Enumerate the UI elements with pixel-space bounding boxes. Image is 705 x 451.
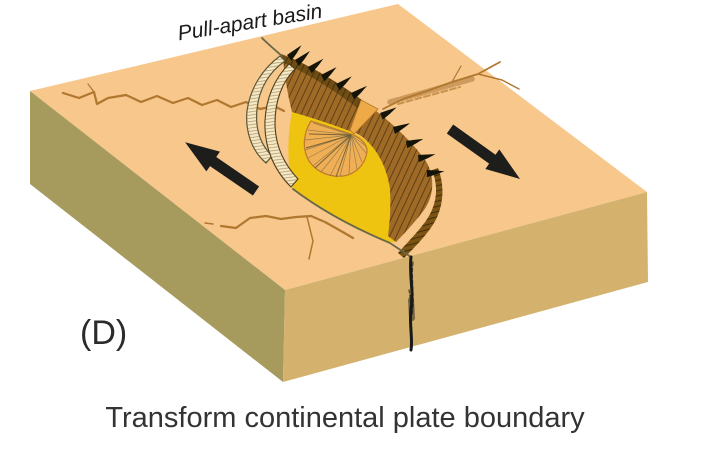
pull-apart-basin <box>246 37 445 258</box>
alluvial-fan <box>303 120 368 178</box>
panel-letter: (D) <box>80 314 128 352</box>
block-front-face <box>283 192 648 382</box>
surface-cracks-right <box>382 61 520 110</box>
front-face-fault-crack <box>408 255 415 352</box>
fault-line <box>261 37 412 258</box>
fan-radial-lines-dark <box>305 133 352 178</box>
figure-caption: Transform continental plate boundary <box>105 402 585 434</box>
erosion-channel <box>349 99 379 135</box>
block-left-face <box>30 91 285 382</box>
